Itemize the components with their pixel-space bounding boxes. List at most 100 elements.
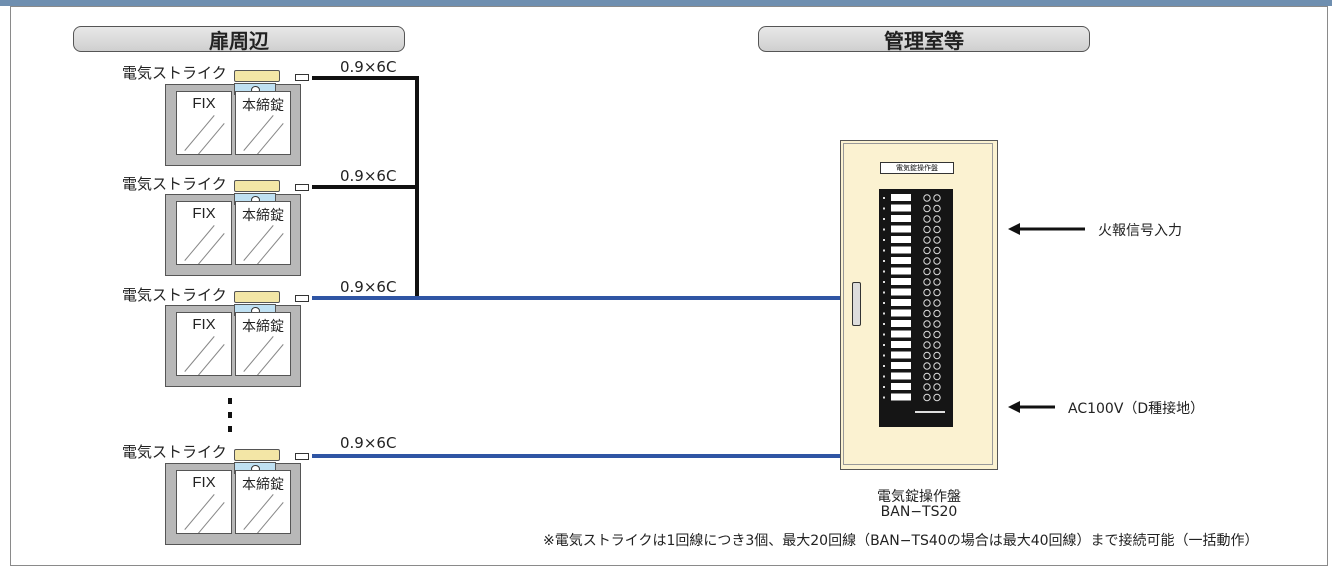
fire-signal-input-label: 火報信号入力 xyxy=(1098,223,1182,239)
switch-button xyxy=(933,383,941,391)
switch-button xyxy=(923,309,931,318)
switch-button xyxy=(933,372,941,381)
electric-strike xyxy=(234,449,280,461)
switch-indicator xyxy=(883,375,885,378)
door-unit: FIX 本締錠 xyxy=(165,83,301,166)
switch-button xyxy=(923,278,931,286)
lock-label: 本締錠 xyxy=(242,319,284,335)
fix-label: FIX xyxy=(192,316,216,333)
strike-label: 電気ストライク xyxy=(122,443,227,461)
switch-button xyxy=(933,309,941,318)
switch-board xyxy=(879,189,953,427)
cable-label: 0.9×6C xyxy=(340,58,397,76)
switch-indicator xyxy=(883,333,885,336)
fix-pane: FIX xyxy=(176,201,232,265)
electric-strike xyxy=(234,180,280,192)
door-unit: FIX 本締錠 xyxy=(165,304,301,387)
switch-button xyxy=(923,351,931,360)
fix-label: FIX xyxy=(192,474,216,491)
switch-button xyxy=(933,267,941,276)
switch-button xyxy=(933,330,941,339)
lock-pane: 本締錠 xyxy=(235,201,291,265)
panel-bottom-indicator xyxy=(915,411,945,413)
switch-button xyxy=(923,288,931,297)
switch-indicator xyxy=(883,312,885,315)
top-bar xyxy=(0,0,1332,6)
switch-button xyxy=(923,372,931,381)
switch-indicator xyxy=(883,354,885,357)
switch-button xyxy=(933,362,941,370)
panel-face: 電気錠操作盤 xyxy=(843,143,993,465)
switch-indicator xyxy=(883,207,885,210)
lock-control-panel: 電気錠操作盤 xyxy=(840,140,998,470)
switch-indicator xyxy=(883,291,885,294)
switch-button xyxy=(923,194,931,202)
switch-indicator xyxy=(883,365,885,367)
switch-label xyxy=(891,257,911,264)
fix-pane: FIX xyxy=(176,91,232,155)
switch-label xyxy=(891,299,911,306)
switch-button xyxy=(933,194,941,202)
switch-label xyxy=(891,383,911,390)
switch-button xyxy=(923,236,931,244)
switch-label xyxy=(891,351,911,359)
switch-button xyxy=(923,341,931,349)
cable-label: 0.9×6C xyxy=(340,167,397,185)
switch-button xyxy=(923,246,931,255)
connector xyxy=(295,184,309,191)
switch-button xyxy=(933,341,941,349)
switch-button xyxy=(923,393,931,402)
switch-indicator xyxy=(883,323,885,325)
cable-label: 0.9×6C xyxy=(340,278,397,296)
switch-button xyxy=(923,257,931,265)
panel-handle xyxy=(852,282,861,326)
switch-button xyxy=(933,299,941,307)
electric-strike xyxy=(234,70,280,82)
fix-label: FIX xyxy=(192,205,216,222)
switch-label xyxy=(891,225,911,233)
switch-label xyxy=(891,362,911,369)
fix-pane: FIX xyxy=(176,312,232,376)
switch-label xyxy=(891,309,911,317)
switch-indicator xyxy=(883,239,885,241)
switch-indicator xyxy=(883,396,885,399)
door-side-header: 扉周辺 xyxy=(73,26,405,53)
switch-label xyxy=(891,267,911,275)
switch-label xyxy=(891,215,911,222)
switch-indicator xyxy=(883,344,885,346)
strike-label: 電気ストライク xyxy=(122,286,227,304)
switch-button xyxy=(923,299,931,307)
strike-label: 電気ストライク xyxy=(122,175,227,193)
switch-indicator xyxy=(883,302,885,304)
switch-button xyxy=(933,246,941,255)
lock-label: 本締錠 xyxy=(242,208,284,224)
switch-indicator xyxy=(883,218,885,220)
switch-button xyxy=(933,393,941,402)
switch-label xyxy=(891,341,911,348)
connector xyxy=(295,295,309,302)
switch-indicator xyxy=(883,228,885,231)
lock-pane: 本締錠 xyxy=(235,312,291,376)
wiring xyxy=(312,76,1085,458)
lock-pane: 本締錠 xyxy=(235,91,291,155)
panel-tag: 電気錠操作盤 xyxy=(880,162,954,174)
panel-caption-model: BAN−TS20 xyxy=(880,504,958,520)
fix-pane: FIX xyxy=(176,470,232,534)
switch-button xyxy=(933,225,941,234)
switch-button xyxy=(933,320,941,328)
switch-button xyxy=(923,267,931,276)
power-input-label: AC100V（D種接地） xyxy=(1068,401,1205,417)
switch-button xyxy=(923,330,931,339)
switch-button xyxy=(923,383,931,391)
connector xyxy=(295,453,309,460)
switch-indicator xyxy=(883,249,885,252)
connector xyxy=(295,74,309,81)
switch-indicator xyxy=(883,281,885,283)
door-unit: FIX 本締錠 xyxy=(165,193,301,276)
switch-label xyxy=(891,372,911,380)
switch-button xyxy=(933,278,941,286)
lock-pane: 本締錠 xyxy=(235,470,291,534)
switch-indicator xyxy=(883,197,885,199)
switch-button xyxy=(923,204,931,213)
footnote: ※電気ストライクは1回線につき3個、最大20回線（BAN−TS40の場合は最大4… xyxy=(543,533,1259,549)
